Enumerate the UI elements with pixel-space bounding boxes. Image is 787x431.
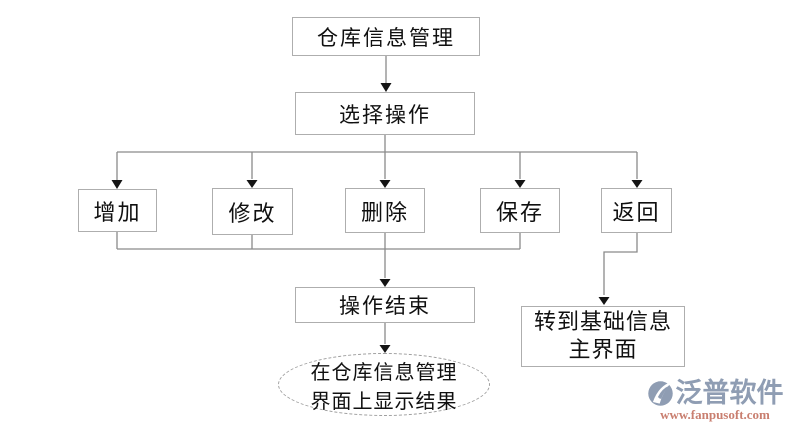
node-warehouse-info-management: 仓库信息管理 (292, 17, 480, 56)
node-label-line1: 在仓库信息管理 (310, 359, 458, 384)
node-return: 返回 (601, 188, 672, 233)
node-select-operation: 选择操作 (295, 92, 475, 135)
arrowhead (246, 180, 258, 188)
node-label: 保存 (495, 200, 544, 226)
node-label: 仓库信息管理 (317, 25, 455, 50)
arrowhead (379, 180, 391, 188)
fanpu-logo-icon (647, 380, 674, 407)
arrowhead (379, 345, 391, 353)
arrowhead (379, 279, 391, 287)
node-label: 删除 (360, 200, 409, 226)
node-label: 增加 (93, 200, 142, 226)
arrowhead (514, 180, 526, 188)
node-label-line1: 转到基础信息 (533, 310, 672, 335)
arrowhead (631, 180, 643, 188)
brand-url: www.fanpusoft.com (660, 407, 770, 422)
node-operation-end: 操作结束 (295, 287, 475, 323)
arrowhead (598, 297, 610, 305)
node-goto-main-interface: 转到基础信息 主界面 (521, 306, 685, 367)
node-label: 修改 (228, 201, 277, 227)
node-display-result: 在仓库信息管理 界面上显示结果 (278, 353, 490, 416)
node-label-line2: 界面上显示结果 (310, 388, 458, 413)
node-label-line2: 主界面 (568, 337, 638, 363)
arrowhead (111, 180, 123, 189)
node-label: 操作结束 (339, 294, 431, 318)
edge-back-goto (603, 233, 638, 295)
fanpu-watermark: 泛普软件 www.fanpusoft.com (646, 380, 784, 421)
node-modify: 修改 (212, 188, 293, 235)
node-label: 返回 (612, 200, 661, 226)
brand-row: 泛普软件 (647, 380, 784, 407)
node-label: 选择操作 (339, 102, 431, 127)
arrowhead (380, 83, 392, 92)
brand-name: 泛普软件 (675, 378, 784, 409)
node-delete: 删除 (345, 188, 425, 233)
node-save: 保存 (480, 188, 560, 233)
node-add: 增加 (78, 189, 157, 232)
